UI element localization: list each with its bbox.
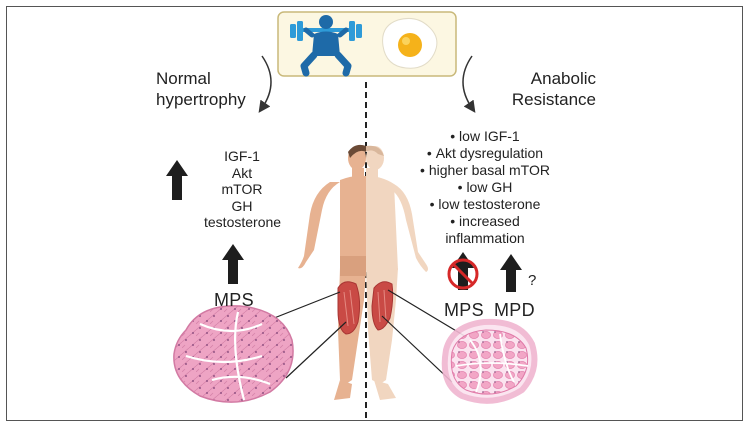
list-item: inflammation [445, 230, 525, 246]
muscle-tissue-atrophic-icon [441, 318, 538, 404]
thigh-muscle-right [371, 281, 394, 331]
list-item: Akt dysregulation [410, 145, 560, 162]
thigh-muscle-left [337, 281, 361, 335]
prohibition-icon [447, 258, 479, 290]
list-item: low GH [410, 179, 560, 196]
up-arrow-icon [500, 254, 522, 292]
fried-egg-icon [382, 18, 438, 69]
right-title-line1: Anabolic [530, 69, 596, 88]
left-title: Normal hypertrophy [156, 68, 246, 110]
up-arrow-icon [222, 244, 244, 284]
left-title-line2: hypertrophy [156, 90, 246, 109]
left-title-line1: Normal [156, 69, 211, 88]
curved-arrow-left-icon [258, 55, 272, 113]
right-title-line2: Resistance [511, 90, 596, 109]
list-item: low testosterone [410, 196, 560, 213]
list-item: IGF-1 [224, 148, 260, 164]
human-figure-icon [298, 144, 428, 400]
connector-right-2 [381, 315, 453, 383]
list-item: low IGF-1 [410, 128, 560, 145]
right-title: Anabolic Resistance [496, 68, 596, 110]
list-item: testosterone [204, 214, 282, 230]
question-mark: ? [528, 272, 537, 289]
right-factor-list: low IGF-1 Akt dysregulation higher basal… [410, 128, 560, 247]
left-mps-label: MPS [214, 290, 254, 310]
list-item: GH [231, 197, 253, 214]
list-item: Akt [231, 164, 253, 181]
curved-arrow-right-icon [462, 55, 476, 113]
left-hormone-list: IGF-1 Akt mTOR GH testosterone [204, 148, 282, 231]
mpd-label: MPD [494, 300, 535, 320]
connector-left-2 [285, 321, 347, 379]
list-item: higher basal mTOR [410, 162, 560, 179]
list-item: mTOR [221, 181, 263, 197]
weightlifter-icon [290, 15, 362, 77]
right-mps-label: MPS [444, 300, 484, 320]
connector-right-1 [387, 289, 469, 339]
up-arrow-icon [166, 160, 188, 200]
muscle-tissue-healthy-icon [173, 305, 294, 403]
list-item: increased [410, 213, 560, 230]
